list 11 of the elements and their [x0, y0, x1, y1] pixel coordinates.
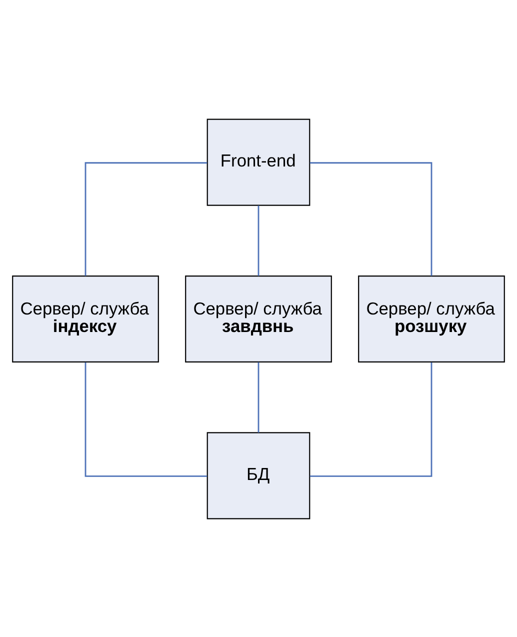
connector: [84, 162, 208, 276]
node-box: Front-end: [206, 118, 310, 206]
connector: [258, 205, 260, 276]
node-box: Сервер/ служба завдвнь: [185, 274, 332, 362]
node-box: БД: [206, 432, 310, 519]
node-box: Сервер/ служба розшуку: [358, 274, 505, 362]
node-box: Сервер/ служба індексу: [12, 274, 159, 362]
connector: [310, 362, 432, 476]
connector: [310, 162, 432, 276]
connector: [258, 362, 260, 432]
connector: [84, 362, 208, 476]
